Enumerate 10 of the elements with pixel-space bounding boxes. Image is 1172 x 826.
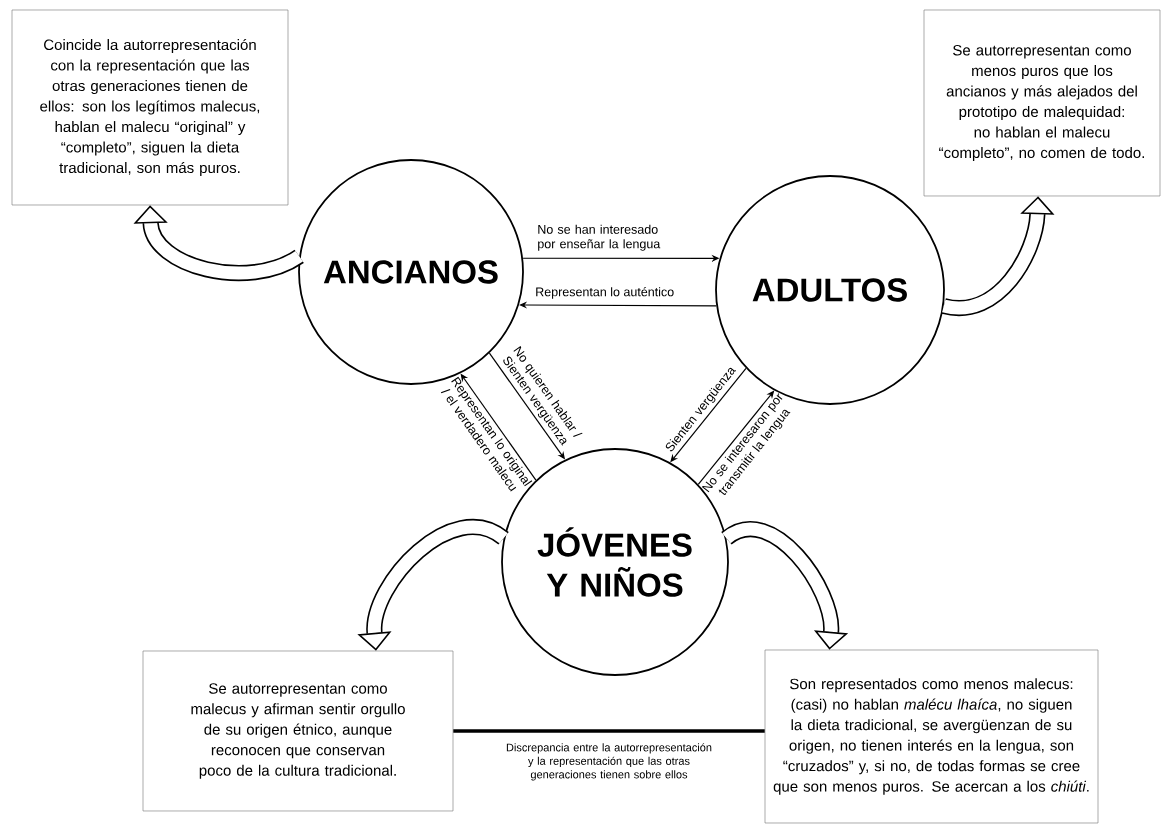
text-box: Son representados como menos malecus: (casi) no hablan malécu lhaíca, no siguen la dieta tradicional, se avergüenzan de su origen, no tienen interés en la lengua, son “cruzados” y, si no, de todas formas se cree que son menos puros. Se acercan a los chiúti. [764, 649, 1099, 824]
block-arrow [722, 521, 849, 650]
text-box: Coincide la autorrepresentación con la representación que las otras generaciones tienen de ellos: son los legítimos malecus, hablan el malecu “original” y “completo”, siguen la dieta tradicional, son más puros. [11, 9, 289, 206]
edge-label: No se han interesado por enseñar la lengua [538, 224, 661, 251]
block-arrow [133, 205, 304, 282]
text-box: Se autorrepresentan como menos puros que los ancianos y más alejados del prototipo de malequidad: no hablan el malecu “completo”, no comen de todo. [923, 9, 1161, 197]
text-box: Se autorrepresentan como malecus y afirman sentir orgullo de su origen étnico, aunque reconocen que conservan poco de la cultura tradicional. [142, 650, 454, 812]
edge-label: Discrepancia entre la autorrepresentación y la representación que las otras generaciones tienen sobre ellos [506, 743, 712, 781]
edge-label: Representan lo auténtico [536, 287, 674, 299]
connector-line [453, 729, 765, 733]
